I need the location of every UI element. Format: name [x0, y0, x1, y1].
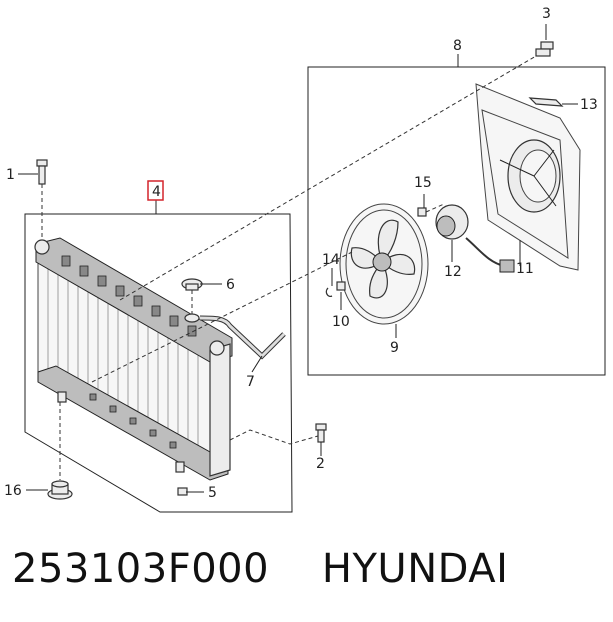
part-number: 253103F000 — [12, 546, 270, 592]
fan-motor-icon — [435, 204, 515, 273]
fan-blade-icon — [339, 203, 429, 325]
callout-9: 9 — [390, 340, 399, 356]
bolt-icon — [177, 487, 188, 496]
brand-name: HYUNDAI — [321, 546, 509, 592]
bolt-icon — [535, 41, 554, 57]
callout-12: 12 — [444, 264, 462, 280]
highlight-box — [147, 180, 164, 201]
callout-6: 6 — [226, 277, 235, 293]
nut-icon — [336, 281, 346, 291]
screw-icon — [417, 207, 427, 217]
bolt-icon — [36, 159, 48, 185]
callout-15: 15 — [414, 175, 432, 191]
label-sticker-icon — [528, 97, 564, 107]
callout-16: 16 — [4, 483, 22, 499]
callout-7: 7 — [246, 374, 255, 390]
callout-5: 5 — [208, 485, 217, 501]
caption: 253103F000 HYUNDAI — [12, 546, 508, 592]
callout-8: 8 — [453, 38, 462, 54]
fan-group-frame — [307, 66, 606, 376]
callout-1: 1 — [6, 167, 15, 183]
callout-11: 11 — [516, 261, 534, 277]
clip-icon — [325, 287, 333, 298]
callout-13: 13 — [580, 97, 598, 113]
fan-shroud-icon — [475, 83, 581, 271]
insulator-icon — [47, 480, 73, 500]
callout-14: 14 — [322, 252, 340, 268]
callout-4: 4 — [152, 184, 161, 200]
leader-lines — [18, 24, 578, 493]
callouts: 1 2 3 4 5 6 7 8 9 10 11 12 13 14 15 16 — [4, 6, 598, 501]
callout-10: 10 — [332, 314, 350, 330]
radiator-group-frame — [24, 213, 293, 513]
bolt-icon — [315, 423, 327, 443]
overflow-hose-icon — [199, 315, 286, 360]
callout-3: 3 — [542, 6, 551, 22]
assembly-lines — [41, 55, 537, 480]
callout-2: 2 — [316, 456, 325, 472]
parts-diagram: 1 2 3 4 5 6 7 8 9 10 11 12 13 14 15 16 — [4, 6, 606, 513]
radiator-core — [34, 237, 233, 481]
